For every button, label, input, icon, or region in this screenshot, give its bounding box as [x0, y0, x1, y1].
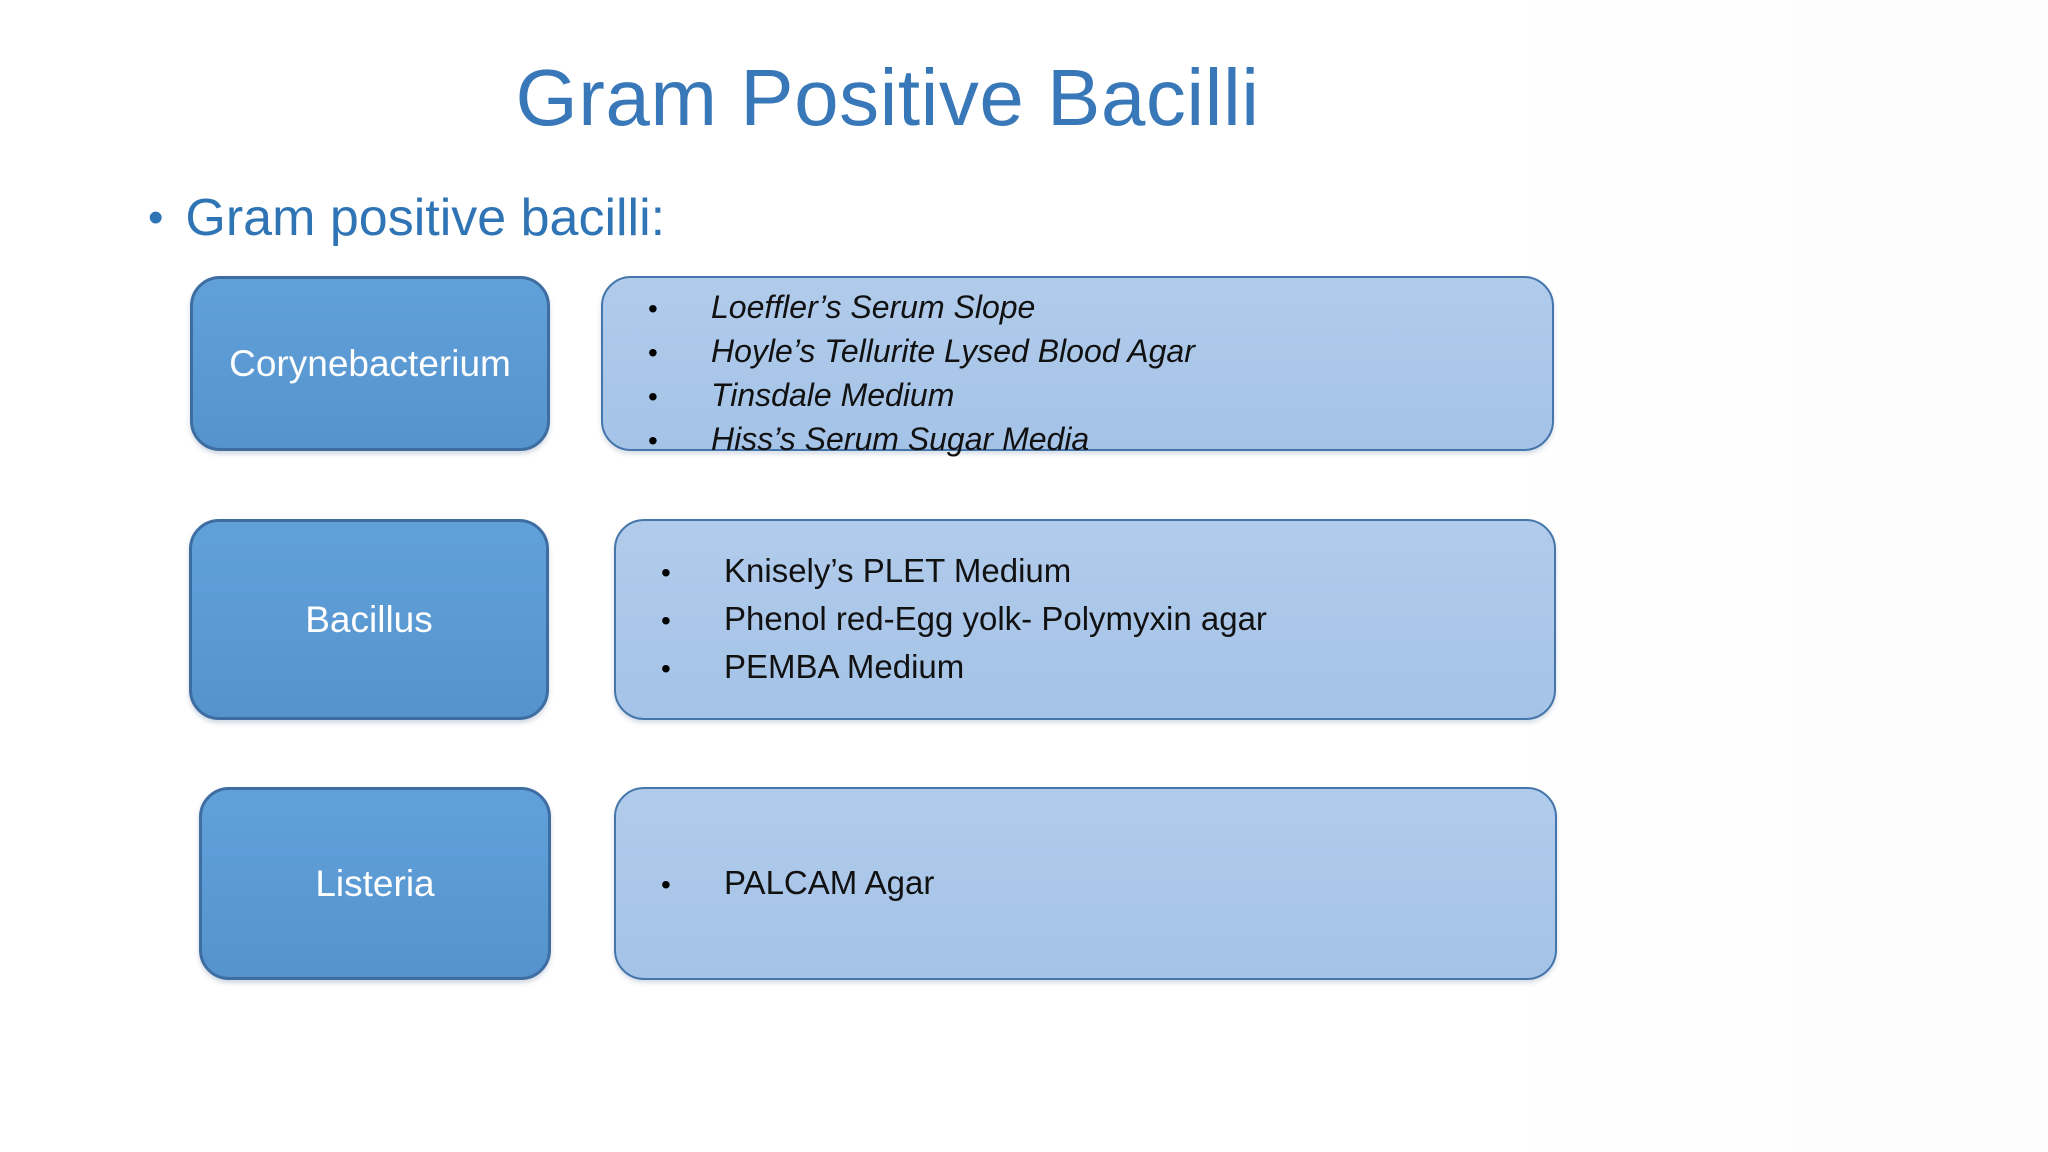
bullet-icon: •	[661, 604, 671, 636]
media-item-text: Tinsdale Medium	[711, 377, 955, 413]
slide-title: Gram Positive Bacilli	[515, 53, 1260, 142]
media-item: • PEMBA Medium	[661, 644, 1534, 692]
organism-label: Corynebacterium	[229, 342, 511, 384]
organism-row: Corynebacterium •Loeffler’s Serum Slope•…	[0, 276, 2048, 457]
media-list: • PALCAM Agar	[616, 860, 1555, 908]
organism-label: Listeria	[315, 862, 435, 904]
organism-box: Bacillus	[189, 519, 549, 720]
media-box: • PALCAM Agar	[614, 787, 1557, 980]
bullet-icon: •	[661, 652, 671, 684]
media-list: • Loeffler’s Serum Slope • Hoyle’s Tellurit…	[603, 286, 1552, 462]
bullet-icon: •	[648, 381, 658, 412]
media-item: • Tinsdale Medium	[648, 374, 1532, 418]
bullet-icon: •	[661, 556, 671, 588]
heading-text: Gram positive bacilli:	[185, 189, 666, 247]
media-item-text: Loeffler’s Serum Slope	[711, 289, 1036, 325]
bullet-icon: •	[648, 425, 658, 456]
media-item-text: Hiss’s Serum Sugar Media	[711, 421, 1090, 457]
media-item-text: Phenol red-Egg yolk- Polymyxin agar	[724, 599, 1267, 637]
organism-box: Listeria	[199, 787, 551, 980]
heading-bullet-icon: •	[148, 193, 164, 242]
media-item: • PALCAM Agar	[661, 860, 1535, 908]
organism-label: Bacillus	[305, 598, 433, 640]
bullet-icon: •	[648, 293, 658, 324]
media-list: • Knisely’s PLET Medium • Phenol red-Egg yo…	[616, 548, 1554, 692]
organism-row: Bacillus • Knisely’s PLET Medium • Phenol r…	[0, 519, 2048, 720]
media-item: • Hoyle’s Tellurite Lysed Blood Agar	[648, 330, 1532, 374]
media-item-text: Hoyle’s Tellurite Lysed Blood Agar	[711, 333, 1195, 369]
media-item-text: PEMBA Medium	[724, 647, 965, 685]
organism-row: Listeria • PALCAM Agar	[0, 787, 2048, 980]
media-item-text: PALCAM Agar	[724, 863, 935, 901]
media-item: • Knisely’s PLET Medium	[661, 548, 1534, 596]
media-box: • Knisely’s PLET Medium • Phenol red-Egg yo…	[614, 519, 1556, 720]
media-item: • Phenol red-Egg yolk- Polymyxin agar	[661, 596, 1534, 644]
organism-box: Corynebacterium	[190, 276, 550, 451]
media-item: • Hiss’s Serum Sugar Media	[648, 418, 1532, 462]
media-item: • Loeffler’s Serum Slope	[648, 286, 1532, 330]
media-box: • Loeffler’s Serum Slope • Hoyle’s Tellurit…	[601, 276, 1554, 457]
media-item-text: Knisely’s PLET Medium	[724, 551, 1072, 589]
heading-line: • Gram positive bacilli:	[148, 188, 665, 248]
bullet-icon: •	[661, 868, 671, 900]
bullet-icon: •	[648, 337, 658, 368]
